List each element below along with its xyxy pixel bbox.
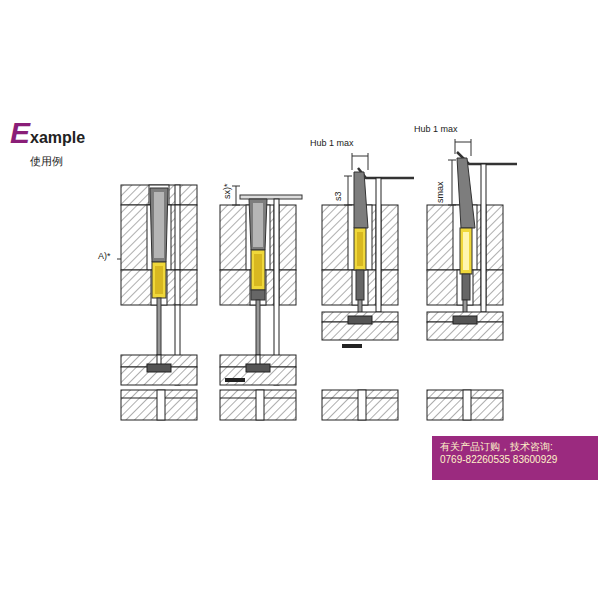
latch-hub-s3-part bbox=[358, 168, 414, 178]
latch-first-stroke-part bbox=[246, 364, 270, 372]
latch-first-stroke-part bbox=[240, 195, 302, 199]
latch-first-stroke-part bbox=[253, 203, 263, 247]
latch-closed-part bbox=[121, 390, 197, 420]
latch-hub-s3-part bbox=[322, 390, 398, 420]
latch-hub-smax-part bbox=[453, 316, 477, 324]
latch-hub-s3 bbox=[322, 153, 414, 420]
latch-hub-s3-part bbox=[322, 322, 398, 340]
latch-hub-s3-part bbox=[344, 176, 352, 177]
latch-hub-smax bbox=[427, 139, 517, 420]
latch-hub-s3-part bbox=[354, 172, 368, 228]
latch-first-stroke-part bbox=[232, 205, 240, 206]
page-title: Example bbox=[10, 116, 85, 149]
latch-hub-smax-part bbox=[462, 274, 470, 300]
latch-hub-smax-part bbox=[448, 160, 456, 161]
contact-text: 有关产品订购，技术咨询: bbox=[440, 441, 590, 454]
latch-first-stroke-part bbox=[251, 250, 265, 290]
latch-closed-part bbox=[157, 298, 161, 366]
latch-hub-smax-part bbox=[471, 139, 472, 156]
contact-text: 0769-82260535 83600929 bbox=[440, 454, 590, 467]
latch-hub-smax-part bbox=[460, 228, 472, 274]
latch-hub-smax-part bbox=[448, 205, 456, 206]
latch-first-stroke-part bbox=[220, 390, 296, 420]
dimension-label: Hub 1 max bbox=[310, 139, 354, 149]
dimension-label: A)* bbox=[98, 252, 111, 262]
latch-closed-part bbox=[175, 185, 180, 205]
latch-first-stroke bbox=[220, 186, 302, 420]
latch-hub-s3-part bbox=[348, 176, 349, 205]
latch-hub-smax-part bbox=[481, 164, 486, 312]
dimension-label: sx)* bbox=[223, 184, 233, 200]
latch-closed-part bbox=[152, 262, 166, 298]
dimension-label: Hub 1 max bbox=[414, 125, 458, 135]
latch-first-stroke-part bbox=[232, 186, 240, 187]
contact-banner: 有关产品订购，技术咨询:0769-82260535 83600929 bbox=[432, 436, 598, 480]
latch-hub-s3-part bbox=[354, 228, 366, 270]
latch-hub-smax-part bbox=[452, 160, 453, 205]
latch-hub-smax-part bbox=[463, 232, 469, 270]
latch-hub-smax-part bbox=[455, 142, 471, 143]
latch-first-stroke-part bbox=[236, 186, 237, 205]
latch-closed-part bbox=[117, 259, 121, 260]
latch-first-stroke-part bbox=[254, 254, 262, 286]
latch-hub-s3-part bbox=[344, 205, 352, 206]
latch-hub-s3-part bbox=[368, 153, 369, 170]
latch-hub-smax-part bbox=[427, 390, 503, 420]
latch-first-stroke-part bbox=[251, 290, 265, 300]
latch-hub-s3-part bbox=[357, 232, 363, 266]
latch-first-stroke-part bbox=[249, 199, 267, 250]
latch-closed-part bbox=[150, 188, 168, 262]
latch-closed-part bbox=[155, 266, 163, 294]
latch-first-stroke-part bbox=[256, 300, 260, 366]
dimension-label: smax bbox=[436, 181, 446, 203]
dimension-label: s3 bbox=[334, 191, 344, 201]
latch-hub-s3-part bbox=[352, 153, 353, 170]
latch-closed bbox=[117, 185, 197, 420]
latch-hub-s3-part bbox=[356, 270, 364, 300]
latch-closed-part bbox=[154, 192, 164, 258]
latch-closed-part bbox=[147, 364, 171, 372]
latch-hub-s3-part bbox=[352, 156, 368, 157]
latch-first-stroke-part bbox=[225, 378, 245, 382]
latch-hub-smax-part bbox=[457, 158, 475, 228]
latch-hub-s3-part bbox=[376, 178, 381, 312]
subtitle: 使用例 bbox=[30, 155, 63, 167]
latch-hub-s3-part bbox=[348, 316, 372, 324]
latch-hub-smax-part bbox=[455, 139, 456, 154]
latch-hub-smax-part bbox=[427, 322, 503, 340]
latch-hub-s3-part bbox=[342, 344, 362, 348]
